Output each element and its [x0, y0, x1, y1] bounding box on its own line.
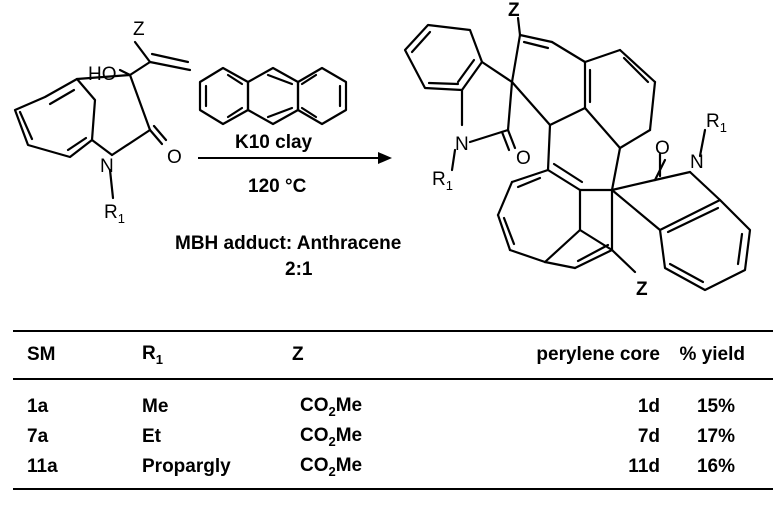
cell-perylene-core: 7d: [637, 426, 660, 447]
cell-sm: 11a: [13, 452, 142, 490]
cell-yield: 16%: [660, 452, 773, 490]
table-row: 7a Et CO2Me 7d 17%: [13, 422, 773, 452]
product-r1-left-label: R1: [432, 169, 453, 193]
cell-sm: 1a: [27, 396, 49, 417]
cell-sm: 7a: [27, 426, 49, 447]
header-sm: SM: [13, 330, 142, 380]
anthracene-structure: [198, 66, 348, 126]
reactant-o-label: O: [167, 147, 182, 168]
cell-r1: Et: [142, 426, 161, 447]
ratio-value: 2:1: [285, 259, 313, 280]
cell-yield: 15%: [696, 396, 735, 417]
cell-yield: 17%: [696, 426, 735, 447]
cell-perylene-core: 1d: [637, 396, 660, 417]
mbh-adduct-structure: [13, 40, 192, 200]
product-z-top-label: Z: [508, 0, 520, 21]
table-row: 1a Me CO2Me 1d 15%: [13, 379, 773, 422]
cell-r1: Propargly: [142, 452, 292, 490]
header-yield: % yield: [660, 330, 773, 380]
cell-z: CO2Me: [300, 395, 363, 419]
cell-r1: Me: [142, 396, 169, 417]
reactant-ho-label: HO: [88, 64, 117, 85]
header-z: Z: [292, 330, 500, 380]
product-n-right-label: N: [690, 152, 704, 173]
reactant-n-label: N: [100, 156, 114, 177]
product-o-left-label: O: [516, 148, 531, 169]
results-table: SM R1 Z perylene core % yield 1a Me CO2M…: [13, 330, 773, 490]
header-r1: R1: [142, 330, 292, 380]
product-o-right-label: O: [655, 138, 670, 159]
ratio-caption: MBH adduct: Anthracene: [175, 233, 401, 254]
reaction-arrow: [198, 152, 392, 164]
cell-z: CO2Me: [292, 452, 500, 490]
cell-z: CO2Me: [300, 425, 363, 449]
table-header-row: SM R1 Z perylene core % yield: [13, 330, 773, 380]
reactant-z-label: Z: [133, 19, 145, 40]
product-r1-right-label: R1: [706, 111, 727, 135]
temperature-label: 120 °C: [248, 176, 307, 197]
reactant-r1-label: R1: [104, 202, 125, 226]
product-z-bottom-label: Z: [636, 279, 648, 300]
header-perylene-core: perylene core: [500, 330, 660, 380]
reagent-label: K10 clay: [235, 132, 313, 153]
perylene-product-structure: [403, 16, 752, 292]
product-n-left-label: N: [455, 134, 469, 155]
cell-perylene-core: 11d: [500, 452, 660, 490]
table-row: 11a Propargly CO2Me 11d 16%: [13, 452, 773, 490]
